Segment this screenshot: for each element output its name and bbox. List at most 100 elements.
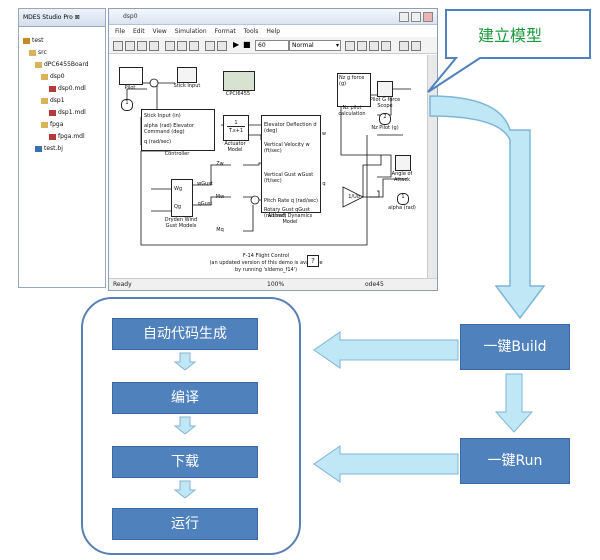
aircraft-port-wgust: Vertical Gust wGust (ft/sec) bbox=[264, 172, 314, 184]
tree-item-dsp0[interactable]: dsp0 bbox=[41, 73, 65, 80]
tree-item-test-bj[interactable]: test.bj bbox=[35, 145, 63, 152]
signal-w-label: w bbox=[321, 131, 327, 137]
pilot-label: Pilot bbox=[124, 85, 136, 91]
outport-alpha[interactable]: 1 bbox=[397, 193, 409, 205]
explorer-icon[interactable] bbox=[369, 41, 379, 51]
one-click-run-button[interactable]: 一键Run bbox=[460, 438, 570, 484]
menu-view[interactable]: View bbox=[152, 28, 167, 35]
down-arrow-3 bbox=[173, 480, 197, 499]
aircraft-port-elevator: Elevator Deflection d (deg) bbox=[264, 122, 317, 134]
left-arrow-build bbox=[313, 331, 459, 369]
footer-line-1: F-14 Flight Control bbox=[242, 253, 290, 259]
tree-item-fpga-mdl[interactable]: fpga.mdl bbox=[49, 133, 85, 140]
status-solver: ode45 bbox=[365, 281, 384, 288]
controller-block[interactable]: Stick Input (in) alpha (rad) Elevator Co… bbox=[141, 109, 215, 151]
library-icon[interactable] bbox=[357, 41, 367, 51]
actuator-block[interactable]: 1 T.s+1 bbox=[223, 115, 249, 141]
aircraft-label: Aircraft Dynamics Model bbox=[267, 213, 313, 225]
maximize-icon[interactable] bbox=[411, 12, 421, 22]
tree-item-fpga[interactable]: fpga bbox=[41, 121, 63, 128]
aoa-scope[interactable] bbox=[395, 155, 411, 171]
nz-pilot-out-label: Nz Pilot (g) bbox=[371, 125, 399, 131]
stop-time-input[interactable]: 60 bbox=[255, 40, 289, 51]
menu-file[interactable]: File bbox=[115, 28, 126, 35]
cut-icon[interactable] bbox=[165, 41, 175, 51]
menu-help[interactable]: Help bbox=[266, 28, 281, 35]
paste-icon[interactable] bbox=[189, 41, 199, 51]
tree-item-src[interactable]: src bbox=[29, 49, 47, 56]
close-icon[interactable] bbox=[423, 12, 433, 22]
print-icon[interactable] bbox=[149, 41, 159, 51]
mq-gain-label: Mq bbox=[216, 227, 224, 233]
aircraft-port-w: Vertical Velocity w (ft/sec) bbox=[264, 142, 310, 154]
folder-icon bbox=[41, 73, 48, 80]
window-controls bbox=[397, 12, 433, 29]
copy-icon[interactable] bbox=[177, 41, 187, 51]
signal-q-label: q bbox=[322, 181, 326, 187]
tree-item-dsp1[interactable]: dsp1 bbox=[41, 97, 65, 104]
model-file-icon bbox=[49, 109, 56, 116]
pilot-g-scope-label: Pilot G force Scope bbox=[369, 97, 401, 109]
cpci-board-block[interactable] bbox=[223, 71, 255, 91]
uo-gain-label: 1/Uo bbox=[348, 194, 360, 200]
step-run: 运行 bbox=[112, 508, 258, 540]
dryden-qg: Qg bbox=[174, 204, 182, 210]
controller-label: Controller bbox=[164, 151, 190, 157]
menu-format[interactable]: Format bbox=[214, 28, 236, 35]
dryden-block[interactable]: Wg Qg bbox=[171, 179, 193, 217]
aircraft-port-q: Pitch Rate q (rad/sec) bbox=[264, 198, 318, 204]
pilot-block[interactable] bbox=[119, 67, 143, 85]
folder-icon bbox=[29, 49, 36, 56]
model-file-icon bbox=[49, 85, 56, 92]
simulink-window: dsp0 File Edit View Simulation Format To… bbox=[108, 8, 438, 291]
tree-item-test[interactable]: test bbox=[23, 37, 44, 44]
report-icon[interactable] bbox=[399, 41, 409, 51]
tree-item-board[interactable]: dPC6455Board bbox=[35, 61, 89, 68]
aircraft-block[interactable]: Elevator Deflection d (deg) Vertical Vel… bbox=[261, 115, 321, 219]
one-click-build-button[interactable]: 一键Build bbox=[460, 324, 570, 370]
undo-icon[interactable] bbox=[205, 41, 215, 51]
folder-icon bbox=[35, 61, 42, 68]
callout-text: 建立模型 bbox=[478, 26, 543, 45]
controller-port-alpha: alpha (rad) Elevator Command (deg) bbox=[144, 123, 194, 135]
menu-edit[interactable]: Edit bbox=[132, 28, 145, 35]
nz-calc-block[interactable]: Nz g force (g) bbox=[337, 73, 371, 107]
open-icon[interactable] bbox=[125, 41, 135, 51]
vertical-scrollbar[interactable] bbox=[427, 55, 437, 279]
pilot-g-scope[interactable] bbox=[377, 81, 393, 97]
new-icon[interactable] bbox=[113, 41, 123, 51]
build-icon[interactable] bbox=[345, 41, 355, 51]
status-zoom: 100% bbox=[267, 281, 285, 288]
step-download: 下载 bbox=[112, 446, 258, 478]
save-icon[interactable] bbox=[137, 41, 147, 51]
window-title-bar: dsp0 bbox=[109, 9, 437, 25]
tree-item-dsp0-mdl[interactable]: dsp0.mdl bbox=[49, 85, 86, 92]
toolbar: ▶ ■ 60 Normal▾ bbox=[109, 37, 437, 54]
sum-block bbox=[149, 78, 159, 88]
wgust-label: wGust bbox=[197, 181, 213, 187]
help-icon[interactable]: ? bbox=[307, 255, 319, 267]
nz-calc-label: Nz pilot calculation bbox=[338, 105, 366, 117]
aoa-label: Angle of Attack bbox=[391, 171, 413, 183]
tree-item-dsp1-mdl[interactable]: dsp1.mdl bbox=[49, 109, 86, 116]
footer-line-3: by running 'sldemo_f14') bbox=[234, 267, 298, 273]
menu-simulation[interactable]: Simulation bbox=[174, 28, 207, 35]
menu-tools[interactable]: Tools bbox=[243, 28, 259, 35]
outport-nz[interactable]: 2 bbox=[379, 113, 391, 125]
step-codegen: 自动代码生成 bbox=[112, 318, 258, 350]
inport-block[interactable]: 1 bbox=[121, 99, 133, 111]
play-icon[interactable]: ▶ bbox=[233, 40, 240, 49]
stick-input-scope[interactable] bbox=[177, 67, 197, 83]
footer-line-2: (an updated version of this demo is avai… bbox=[209, 260, 323, 266]
settings-icon[interactable] bbox=[411, 41, 421, 51]
minimize-icon[interactable] bbox=[399, 12, 409, 22]
aircraft-port-qgust: Rotary Gust qGust (rad/sec) bbox=[264, 207, 310, 219]
stop-icon[interactable]: ■ bbox=[243, 40, 251, 49]
redo-icon[interactable] bbox=[217, 41, 227, 51]
bend-arrow-to-build bbox=[429, 95, 546, 320]
model-file-icon bbox=[49, 133, 56, 140]
debug-icon[interactable] bbox=[381, 41, 391, 51]
sim-mode-select[interactable]: Normal▾ bbox=[289, 40, 341, 51]
model-canvas[interactable]: Pilot 1 Stick Input CPCI6455 Nz g force … bbox=[111, 55, 429, 279]
